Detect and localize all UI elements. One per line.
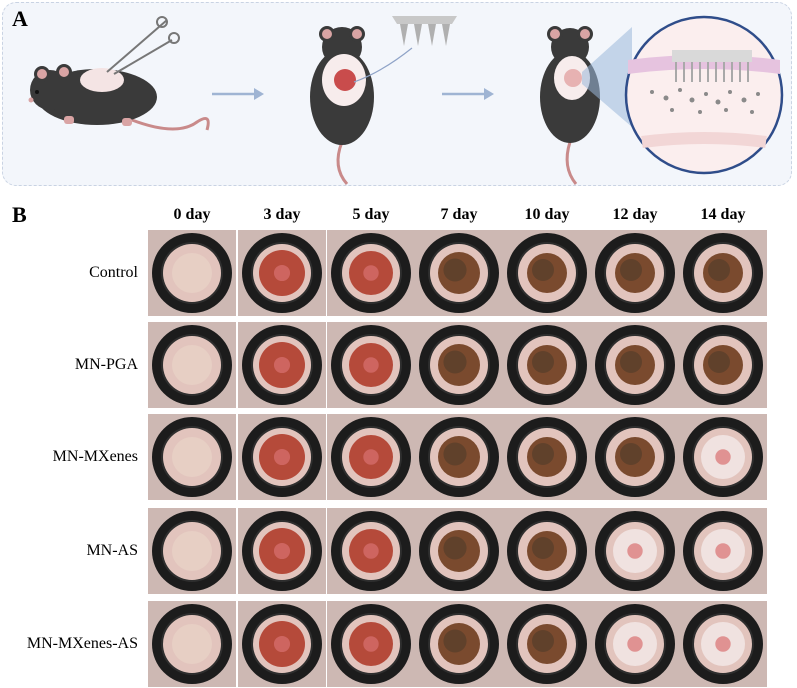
wound-photo [591,601,679,687]
wound-photo [679,414,767,500]
panel-label-a: A [12,6,28,31]
mouse-incision-illustration [28,16,210,131]
wound-photo [415,230,503,316]
wound-photo [679,230,767,316]
wound-photo [591,508,679,594]
wound-photo [591,322,679,408]
column-header-day: 5 day [352,206,390,223]
magnified-skin-inset [624,15,784,175]
wound-photo [503,230,591,316]
wound-photo [238,601,326,687]
column-header-day: 0 day [173,206,211,223]
wound-photo [148,230,236,316]
wound-photo [415,601,503,687]
wound-photo [238,508,326,594]
wound-photo [327,601,415,687]
row-label-group: MN-MXenes-AS [26,635,138,652]
panel-label-b: B [12,202,27,227]
column-header-day: 7 day [440,206,478,223]
row-label-group: Control [89,264,138,281]
arrow-right-icon [442,88,494,100]
wound-photo [238,230,326,316]
wound-photo [148,414,236,500]
mouse-patch-applied-illustration [540,26,632,185]
wound-photo [327,508,415,594]
mouse-wound-illustration [310,16,457,185]
wound-photo [415,508,503,594]
wound-photo [679,508,767,594]
wound-photo [148,601,236,687]
wound-photo [148,322,236,408]
wound-photo [679,601,767,687]
row-label-group: MN-AS [86,542,138,559]
wound-photo [327,414,415,500]
wound-photo [238,322,326,408]
arrow-right-icon [212,88,264,100]
wound-photo [591,414,679,500]
wound-photo [415,322,503,408]
wound-photo [148,508,236,594]
row-label-group: MN-PGA [74,356,138,373]
wound-photo [503,601,591,687]
column-header-day: 12 day [612,206,658,223]
wound-photo [503,414,591,500]
column-header-day: 10 day [524,206,570,223]
wound-photo [327,322,415,408]
wound-photo [503,508,591,594]
wound-model-schematic [28,15,784,185]
wound-photo [238,414,326,500]
row-label-group: MN-MXenes [52,448,138,465]
column-header-day: 14 day [700,206,746,223]
wound-photo [327,230,415,316]
column-header-day: 3 day [263,206,301,223]
wound-photo [415,414,503,500]
wound-photo [503,322,591,408]
wound-photo [679,322,767,408]
wound-photo [591,230,679,316]
